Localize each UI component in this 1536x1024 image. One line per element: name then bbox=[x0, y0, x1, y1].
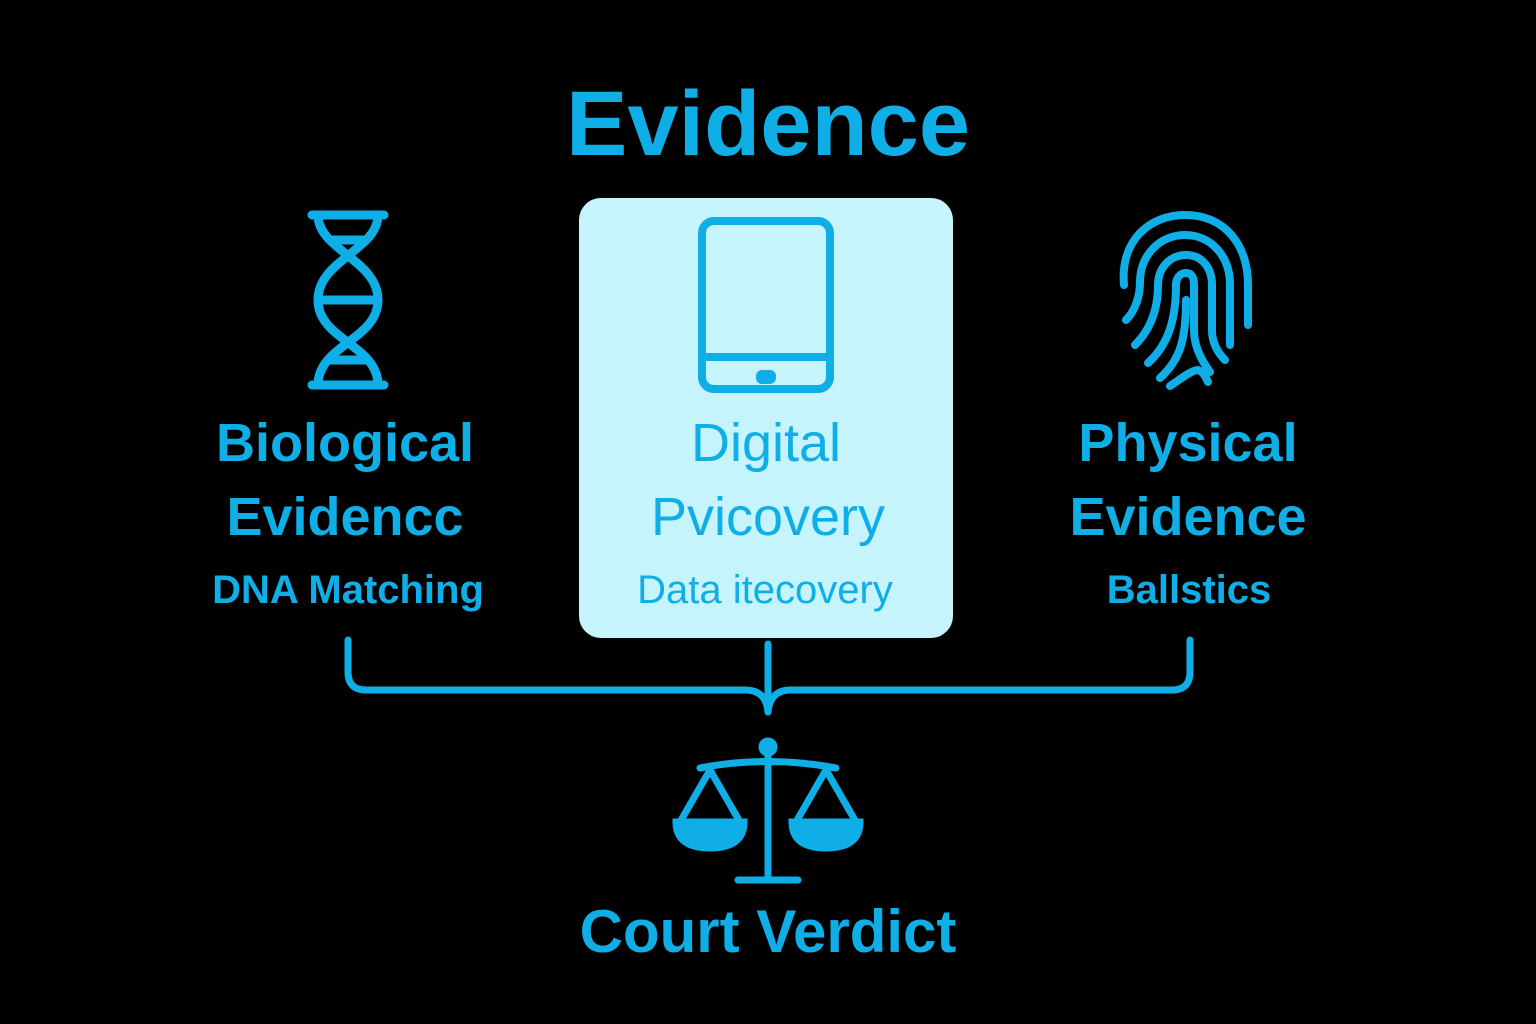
digital-heading-line1: Digital bbox=[690, 413, 842, 473]
diagram-title: Evidence bbox=[566, 73, 970, 175]
smartphone-icon bbox=[698, 217, 834, 393]
court-verdict-label: Court Verdict bbox=[579, 898, 957, 965]
scales-of-justice-icon bbox=[672, 737, 864, 884]
dna-icon bbox=[307, 210, 389, 390]
fingerprint-icon bbox=[1119, 210, 1252, 390]
digital-heading-line2: Pvicovery bbox=[650, 487, 886, 547]
biological-heading-line2: Evidencc bbox=[226, 487, 464, 547]
physical-heading-line2: Evidence bbox=[1069, 487, 1307, 547]
physical-sub: Ballstics bbox=[1106, 568, 1272, 612]
biological-heading-line1: Biological bbox=[215, 413, 475, 473]
highlighted-digital-box bbox=[579, 198, 953, 638]
connector-bracket bbox=[344, 636, 1194, 716]
physical-heading-line1: Physical bbox=[1078, 413, 1298, 473]
biological-sub: DNA Matching bbox=[212, 568, 484, 612]
digital-sub: Data itecovery bbox=[637, 568, 893, 612]
